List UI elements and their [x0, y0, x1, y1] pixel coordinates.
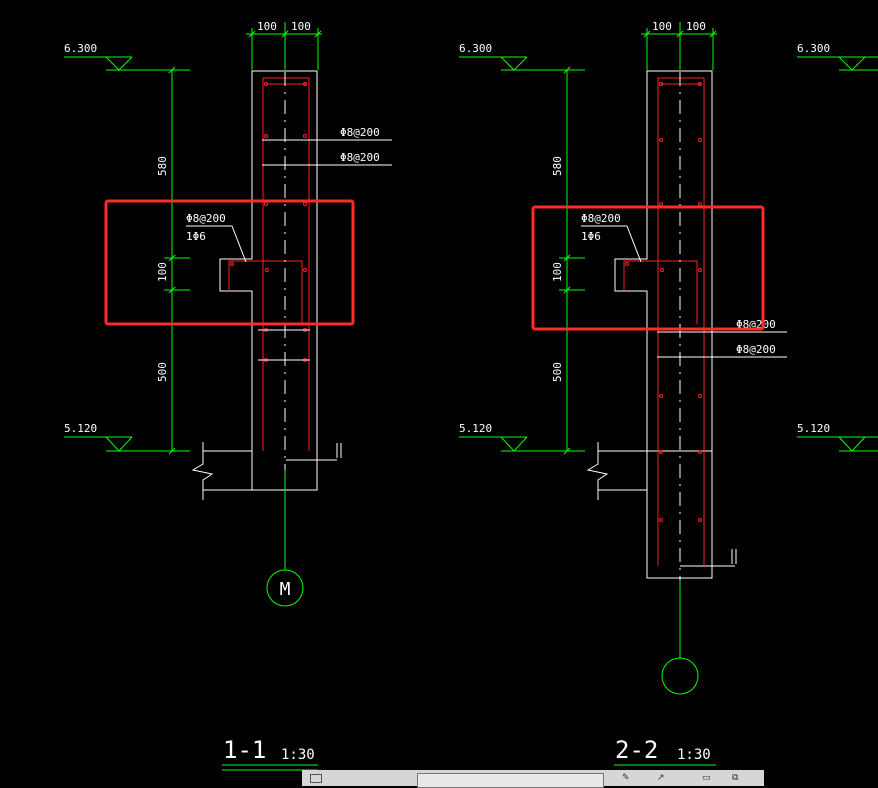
copy-icon[interactable]: ⧉	[732, 773, 739, 783]
dim-top-right-1: 100	[291, 20, 311, 33]
elevation-top-2-left: 6.300	[459, 42, 492, 55]
rebar-2	[623, 77, 705, 566]
stirrup-lines-1	[186, 139, 392, 361]
dim-top-left-1: 100	[257, 20, 277, 33]
elevation-mark-top-2-right	[797, 56, 878, 71]
elevation-mark-top-2	[459, 56, 585, 71]
bottom-toolbar: ✎ ↗ ▭ ⧉	[302, 770, 764, 788]
rebar-label-1a: Φ8@200	[340, 126, 380, 139]
elevation-mark-bottom-2	[459, 436, 585, 452]
slab-outline-1	[191, 442, 337, 500]
slab-outline-2	[586, 442, 735, 567]
layer-icon[interactable]: ▭	[702, 773, 711, 783]
stirrup-lines-2	[581, 225, 787, 358]
arrow-icon[interactable]: ↗	[657, 773, 665, 783]
dim-middle-2: 100	[551, 262, 564, 282]
dim-middle-1: 100	[156, 262, 169, 282]
grid-label-1: M	[280, 579, 291, 600]
pen-icon[interactable]: ✎	[622, 773, 630, 783]
slab-tick-1	[336, 443, 342, 458]
elevation-top-1: 6.300	[64, 42, 97, 55]
elevation-mark-bottom-1	[64, 436, 190, 452]
section-scale-1: 1:30	[281, 747, 315, 763]
grid-bubble-2	[661, 657, 699, 695]
section-scale-2: 1:30	[677, 747, 711, 763]
elevation-top-2-right: 6.300	[797, 42, 830, 55]
corbel-label-stirrup-2: Φ8@200	[581, 212, 621, 225]
highlight-box-2	[531, 205, 765, 331]
column-outline-2	[614, 70, 713, 579]
rebar-1	[228, 77, 310, 451]
rebar-label-2b: Φ8@200	[736, 343, 776, 356]
section-title-1: 1-1	[223, 736, 266, 764]
top-dimension-2	[641, 22, 717, 70]
grid-bubble-1	[266, 569, 304, 607]
section-1-1: 100 100	[64, 20, 392, 771]
elevation-bottom-1: 5.120	[64, 422, 97, 435]
corbel-label-stirrup-1: Φ8@200	[186, 212, 226, 225]
highlight-box-1	[104, 199, 355, 326]
elevation-mark-top-1	[64, 56, 190, 71]
dim-top-right-2: 100	[686, 20, 706, 33]
top-dimension-1	[246, 22, 322, 70]
corbel-label-bar-1: 1Φ6	[186, 230, 206, 243]
slab-tick-2	[731, 549, 737, 564]
corbel-label-bar-2: 1Φ6	[581, 230, 601, 243]
elevation-bottom-2-left: 5.120	[459, 422, 492, 435]
toolbar-icon[interactable]	[310, 774, 322, 783]
section-2-2: 100 100 Φ8@200	[459, 20, 878, 766]
elevation-bottom-2-right: 5.120	[797, 422, 830, 435]
section-title-2: 2-2	[615, 736, 658, 764]
dim-lower-2: 500	[551, 362, 564, 382]
rebar-label-1b: Φ8@200	[340, 151, 380, 164]
vertical-dimension-1	[164, 66, 190, 455]
dim-lower-1: 500	[156, 362, 169, 382]
vertical-dimension-2	[559, 66, 585, 455]
dim-upper-1: 580	[156, 156, 169, 176]
dim-top-left-2: 100	[652, 20, 672, 33]
column-outline-1	[219, 70, 318, 491]
elevation-mark-bottom-2-right	[797, 436, 878, 452]
dim-upper-2: 580	[551, 156, 564, 176]
